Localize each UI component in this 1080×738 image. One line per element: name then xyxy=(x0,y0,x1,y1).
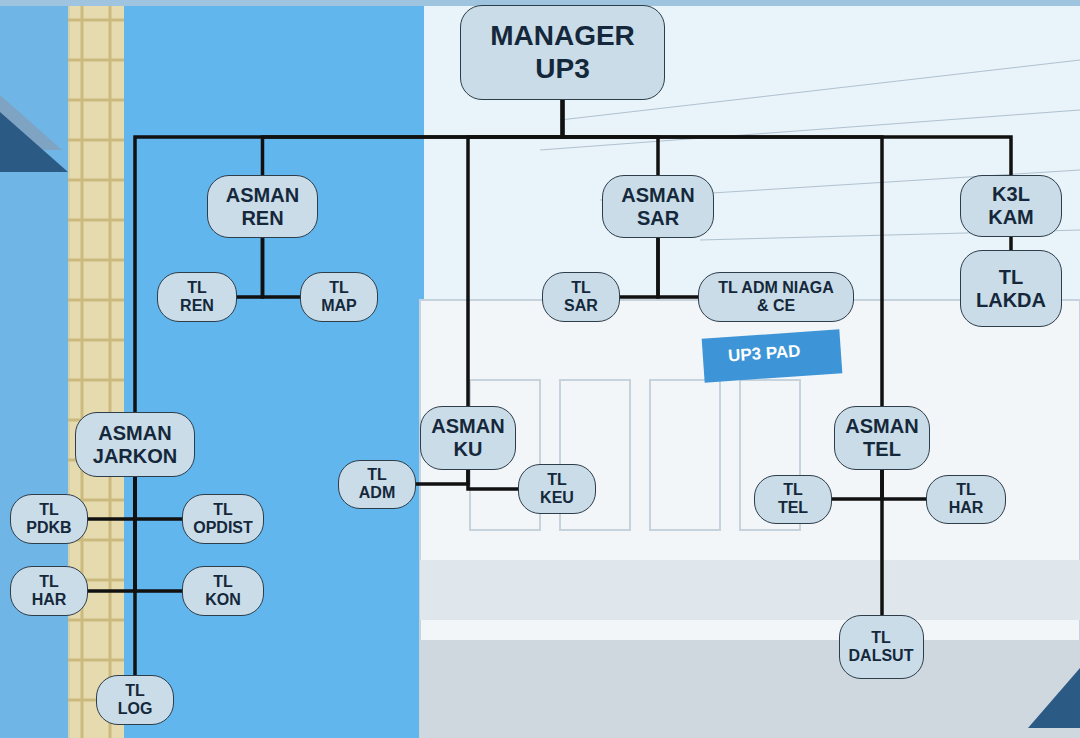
unit-box: ASMAN TEL xyxy=(834,406,930,470)
unit-box: TL ADM xyxy=(338,460,416,509)
org-connector xyxy=(88,477,135,591)
org-connector xyxy=(416,470,468,484)
unit-name: TL HAR xyxy=(949,481,984,518)
unit-name: TL DALSUT xyxy=(849,629,914,666)
unit-box: ASMAN REN xyxy=(207,175,318,238)
org-connector xyxy=(620,238,658,297)
unit-name: TL LAKDA xyxy=(976,266,1046,312)
org-connector xyxy=(135,100,563,412)
unit-name: TL REN xyxy=(180,279,214,316)
org-connector xyxy=(882,470,926,499)
unit-box: ASMAN JARKON xyxy=(75,412,195,477)
unit-name: ASMAN KU xyxy=(431,415,504,461)
unit-box: ASMAN KU xyxy=(420,406,516,470)
unit-name: ASMAN JARKON xyxy=(93,422,177,468)
unit-name: TL LOG xyxy=(118,682,153,719)
unit-name: TL MAP xyxy=(321,279,357,316)
unit-box: TL OPDIST xyxy=(182,494,264,544)
unit-box: TL REN xyxy=(157,272,237,322)
unit-box: TL PDKB xyxy=(10,494,88,544)
org-connector xyxy=(658,238,698,297)
org-connector xyxy=(263,238,301,297)
unit-name: TL KON xyxy=(205,573,241,610)
unit-box: TL ADM NIAGA & CE xyxy=(698,272,854,322)
unit-name: TL PDKB xyxy=(26,501,71,538)
unit-box: K3L KAM xyxy=(960,175,1062,237)
unit-box: TL KEU xyxy=(518,464,596,514)
unit-name: MANAGER UP3 xyxy=(490,20,635,84)
unit-name: TL HAR xyxy=(32,573,67,610)
org-connector xyxy=(237,238,263,297)
unit-name: K3L KAM xyxy=(988,183,1034,229)
org-connector xyxy=(1009,237,1013,250)
unit-box: TL SAR xyxy=(542,272,620,322)
unit-box: TL HAR xyxy=(926,475,1006,524)
org-connector xyxy=(88,477,135,519)
org-connector xyxy=(880,470,884,615)
org-connector xyxy=(135,477,182,519)
unit-name: TL KEU xyxy=(540,471,574,508)
unit-name: ASMAN REN xyxy=(226,184,299,230)
unit-box: TL DALSUT xyxy=(839,615,924,679)
unit-box: TL MAP xyxy=(300,272,378,322)
org-connector xyxy=(468,100,563,406)
unit-box: TL KON xyxy=(182,566,264,616)
unit-name: TL ADM NIAGA & CE xyxy=(714,279,839,316)
unit-name: TL SAR xyxy=(564,279,598,316)
manager-box: MANAGER UP3 xyxy=(460,5,665,100)
unit-name: TL OPDIST xyxy=(193,501,253,538)
unit-box: TL TEL xyxy=(754,475,832,524)
unit-name: ASMAN TEL xyxy=(845,415,918,461)
unit-box: TL LOG xyxy=(96,675,174,725)
unit-box: TL HAR xyxy=(10,566,88,616)
unit-box: ASMAN SAR xyxy=(602,175,714,238)
org-connector xyxy=(563,100,883,406)
org-connector xyxy=(832,470,882,499)
org-connector xyxy=(133,477,137,675)
unit-box: TL LAKDA xyxy=(960,250,1062,327)
unit-name: TL ADM xyxy=(359,466,395,503)
org-connector xyxy=(468,470,518,489)
org-connector xyxy=(135,477,182,591)
unit-name: ASMAN SAR xyxy=(621,184,694,230)
unit-name: TL TEL xyxy=(778,481,808,518)
